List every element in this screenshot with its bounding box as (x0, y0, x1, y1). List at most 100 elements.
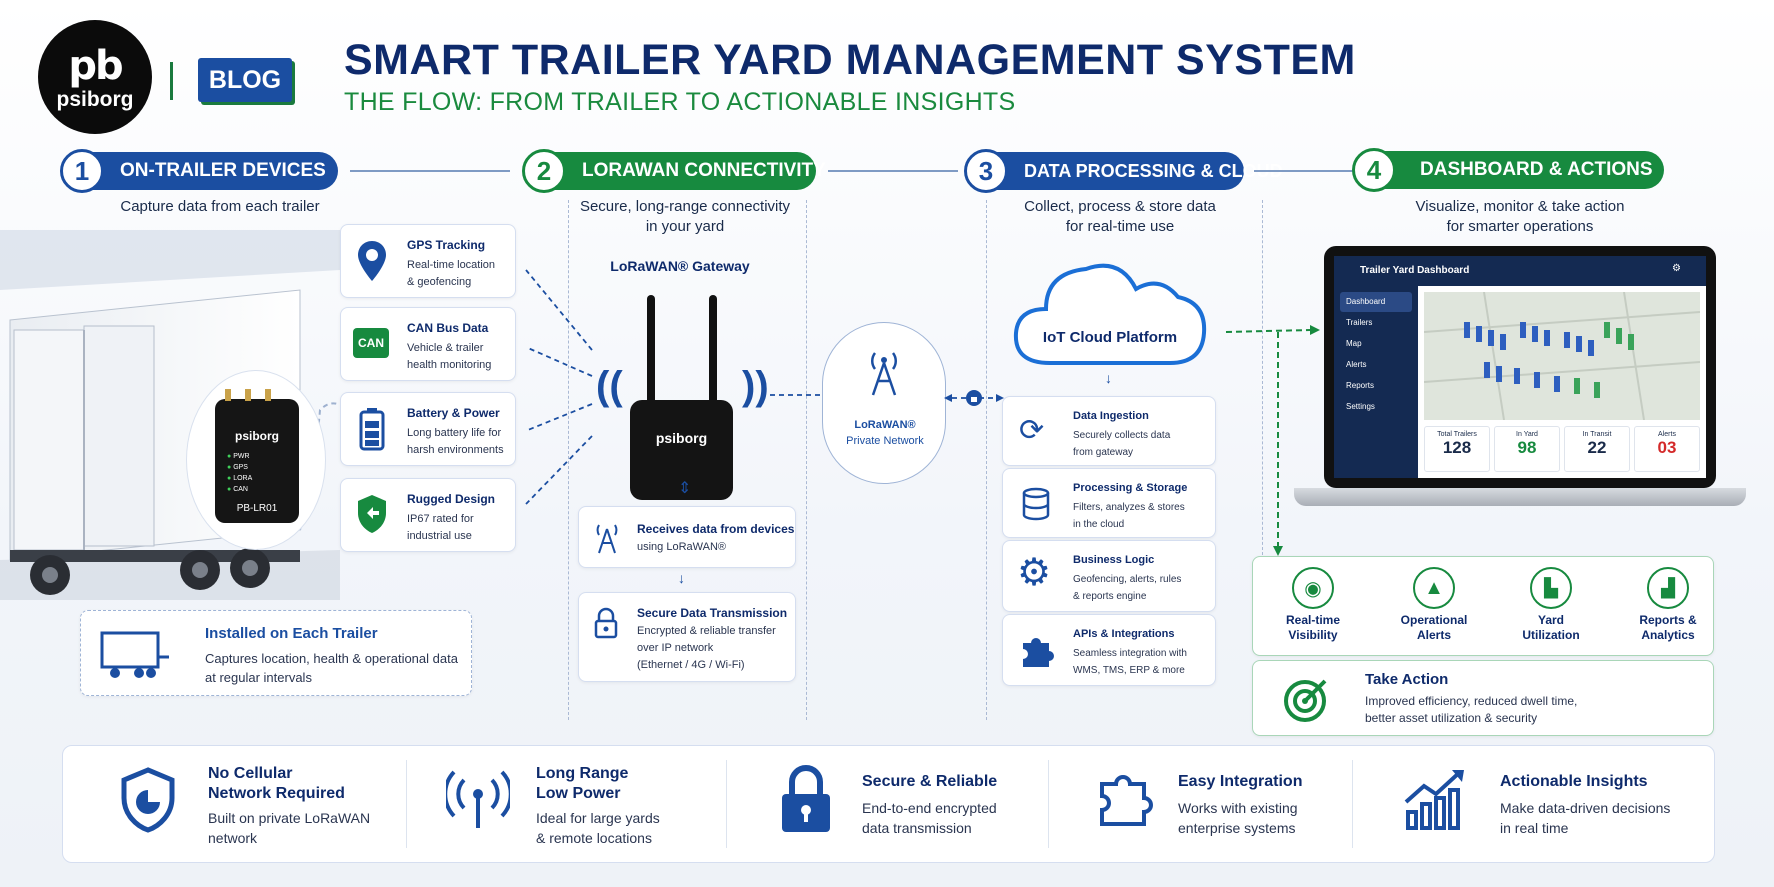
alert-icon: ▲ (1413, 567, 1455, 609)
installed-card: Installed on Each Trailer Captures locat… (80, 610, 472, 696)
menu-item-map[interactable]: Map (1346, 339, 1362, 348)
benefit-divider (1352, 760, 1353, 848)
secure-transmission-card: Secure Data Transmission Encrypted & rel… (578, 592, 796, 682)
dashboard-flow-arrows (1225, 325, 1320, 556)
radio-tower-icon (871, 352, 897, 396)
feature-card-gps: GPS Tracking Real-time location& geofenc… (340, 224, 516, 298)
cloud-step-logic: ⚙ Business Logic Geofencing, alerts, rul… (1002, 540, 1216, 612)
take-action-card: Take Action Improved efficiency, reduced… (1252, 660, 1714, 736)
chart-icon: ▟ (1647, 567, 1689, 609)
gateway-label: LoRaWAN® Gateway (610, 258, 750, 274)
device-led-label: ● PWR (227, 453, 250, 460)
puzzle-icon (1100, 775, 1153, 826)
benefits-bar (62, 745, 1715, 863)
private-network-node: LoRaWAN® Private Network (822, 322, 946, 484)
device-connector (245, 389, 251, 401)
menu-item-trailers[interactable]: Trailers (1346, 318, 1373, 327)
bidirectional-arrow: ⇕ (678, 480, 692, 497)
benefit-divider (1048, 760, 1049, 848)
page-title: SMART TRAILER YARD MANAGEMENT SYSTEM (344, 36, 1356, 84)
eye-icon: ◉ (1292, 567, 1334, 609)
tracker-device-closeup: psiborg ● PWR ● GPS ● LORA ● CAN PB-LR01 (186, 370, 326, 550)
header-divider (170, 62, 173, 100)
flow-arrow (770, 391, 830, 399)
menu-item-settings[interactable]: Settings (1346, 402, 1375, 411)
psiborg-logo: pb psiborg (38, 20, 152, 134)
device-led-list: ● PWR ● GPS ● LORA ● CAN (227, 451, 287, 495)
laptop-base (1294, 488, 1746, 506)
benefit-divider (406, 760, 407, 848)
secure-link-arrow (944, 390, 1004, 406)
device-model: PB-LR01 (236, 503, 278, 514)
outcome-reports: ▟Reports &Analytics (1625, 567, 1711, 643)
column-separator (986, 200, 987, 720)
column-separator (568, 200, 569, 720)
dashboard-sidebar: Dashboard Trailers Map Alerts Reports Se… (1334, 286, 1418, 478)
cloud-step-apis: APIs & Integrations Seamless integration… (1002, 614, 1216, 686)
database-icon (1022, 487, 1050, 521)
device-body: psiborg ● PWR ● GPS ● LORA ● CAN PB-LR01 (215, 389, 299, 523)
antenna-tower-icon (596, 524, 618, 554)
map-pin-icon (358, 241, 386, 281)
dashboard-window: Trailer Yard Dashboard ⚙ Dashboard Trail… (1334, 256, 1706, 478)
growth-chart-icon (1404, 770, 1464, 830)
dashboard-titlebar: Trailer Yard Dashboard ⚙ (1334, 256, 1706, 286)
connector-line (350, 170, 510, 172)
lock-icon (782, 765, 830, 832)
refresh-icon: ⟳ (1019, 414, 1045, 447)
gateway-antenna (709, 295, 717, 405)
menu-item-alerts[interactable]: Alerts (1346, 360, 1367, 369)
cloud-step-processing: Processing & Storage Filters, analyzes &… (1002, 468, 1216, 538)
column-separator (1262, 200, 1263, 560)
receives-card: Receives data from devices using LoRaWAN… (578, 506, 796, 568)
blog-badge[interactable]: BLOG (198, 58, 292, 102)
device-connector (225, 389, 231, 401)
page-subtitle: THE FLOW: FROM TRAILER TO ACTIONABLE INS… (344, 88, 1016, 116)
cloud-icon (1013, 263, 1207, 365)
gear-icon: ⚙ (1017, 552, 1052, 594)
lock-icon (594, 607, 618, 639)
target-icon (1284, 679, 1327, 722)
cloud-label: IoT Cloud Platform (1042, 329, 1178, 346)
step-1-caption: Capture data from each trailer (120, 198, 320, 215)
antenna-icon (446, 770, 510, 828)
connector-line (1254, 170, 1354, 172)
wireless-signal-icon: (( (596, 364, 623, 408)
down-arrow: ↓ (678, 570, 685, 586)
benefit-insights: Actionable Insights Make data-driven dec… (1400, 762, 1700, 852)
shield-icon (121, 767, 175, 833)
can-icon: CAN (353, 328, 389, 358)
column-separator (806, 200, 807, 720)
battery-icon (359, 408, 385, 451)
settings-icon[interactable]: ⚙ (1672, 263, 1681, 274)
signal-arrows (525, 269, 593, 505)
wireless-signal-icon: )) (742, 364, 769, 408)
menu-item-dashboard[interactable]: Dashboard (1340, 292, 1412, 312)
shield-icon (358, 495, 386, 533)
gateway-antenna (647, 295, 655, 405)
menu-item-reports[interactable]: Reports (1346, 381, 1375, 390)
truck-icon (100, 631, 169, 678)
yard-map[interactable] (1424, 292, 1700, 420)
lorawan-gateway: psiborg (630, 400, 733, 500)
